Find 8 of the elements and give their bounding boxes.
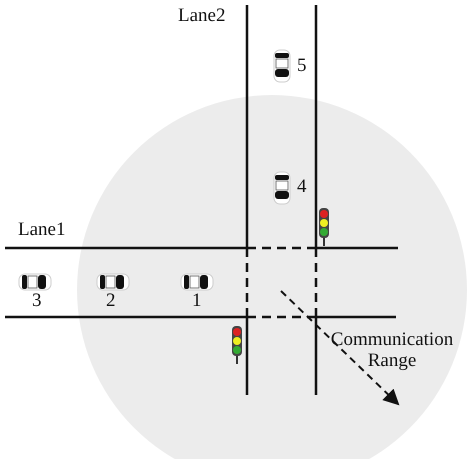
car-number: 1 [192, 291, 202, 312]
car-number: 2 [106, 291, 116, 312]
range-label: Communication Range [330, 330, 454, 372]
lane-label: Lane1 [18, 220, 66, 241]
lane-label: Lane2 [178, 6, 226, 27]
car-number: 5 [297, 56, 306, 77]
car-number: 4 [297, 177, 306, 198]
car-number: 3 [32, 291, 42, 312]
